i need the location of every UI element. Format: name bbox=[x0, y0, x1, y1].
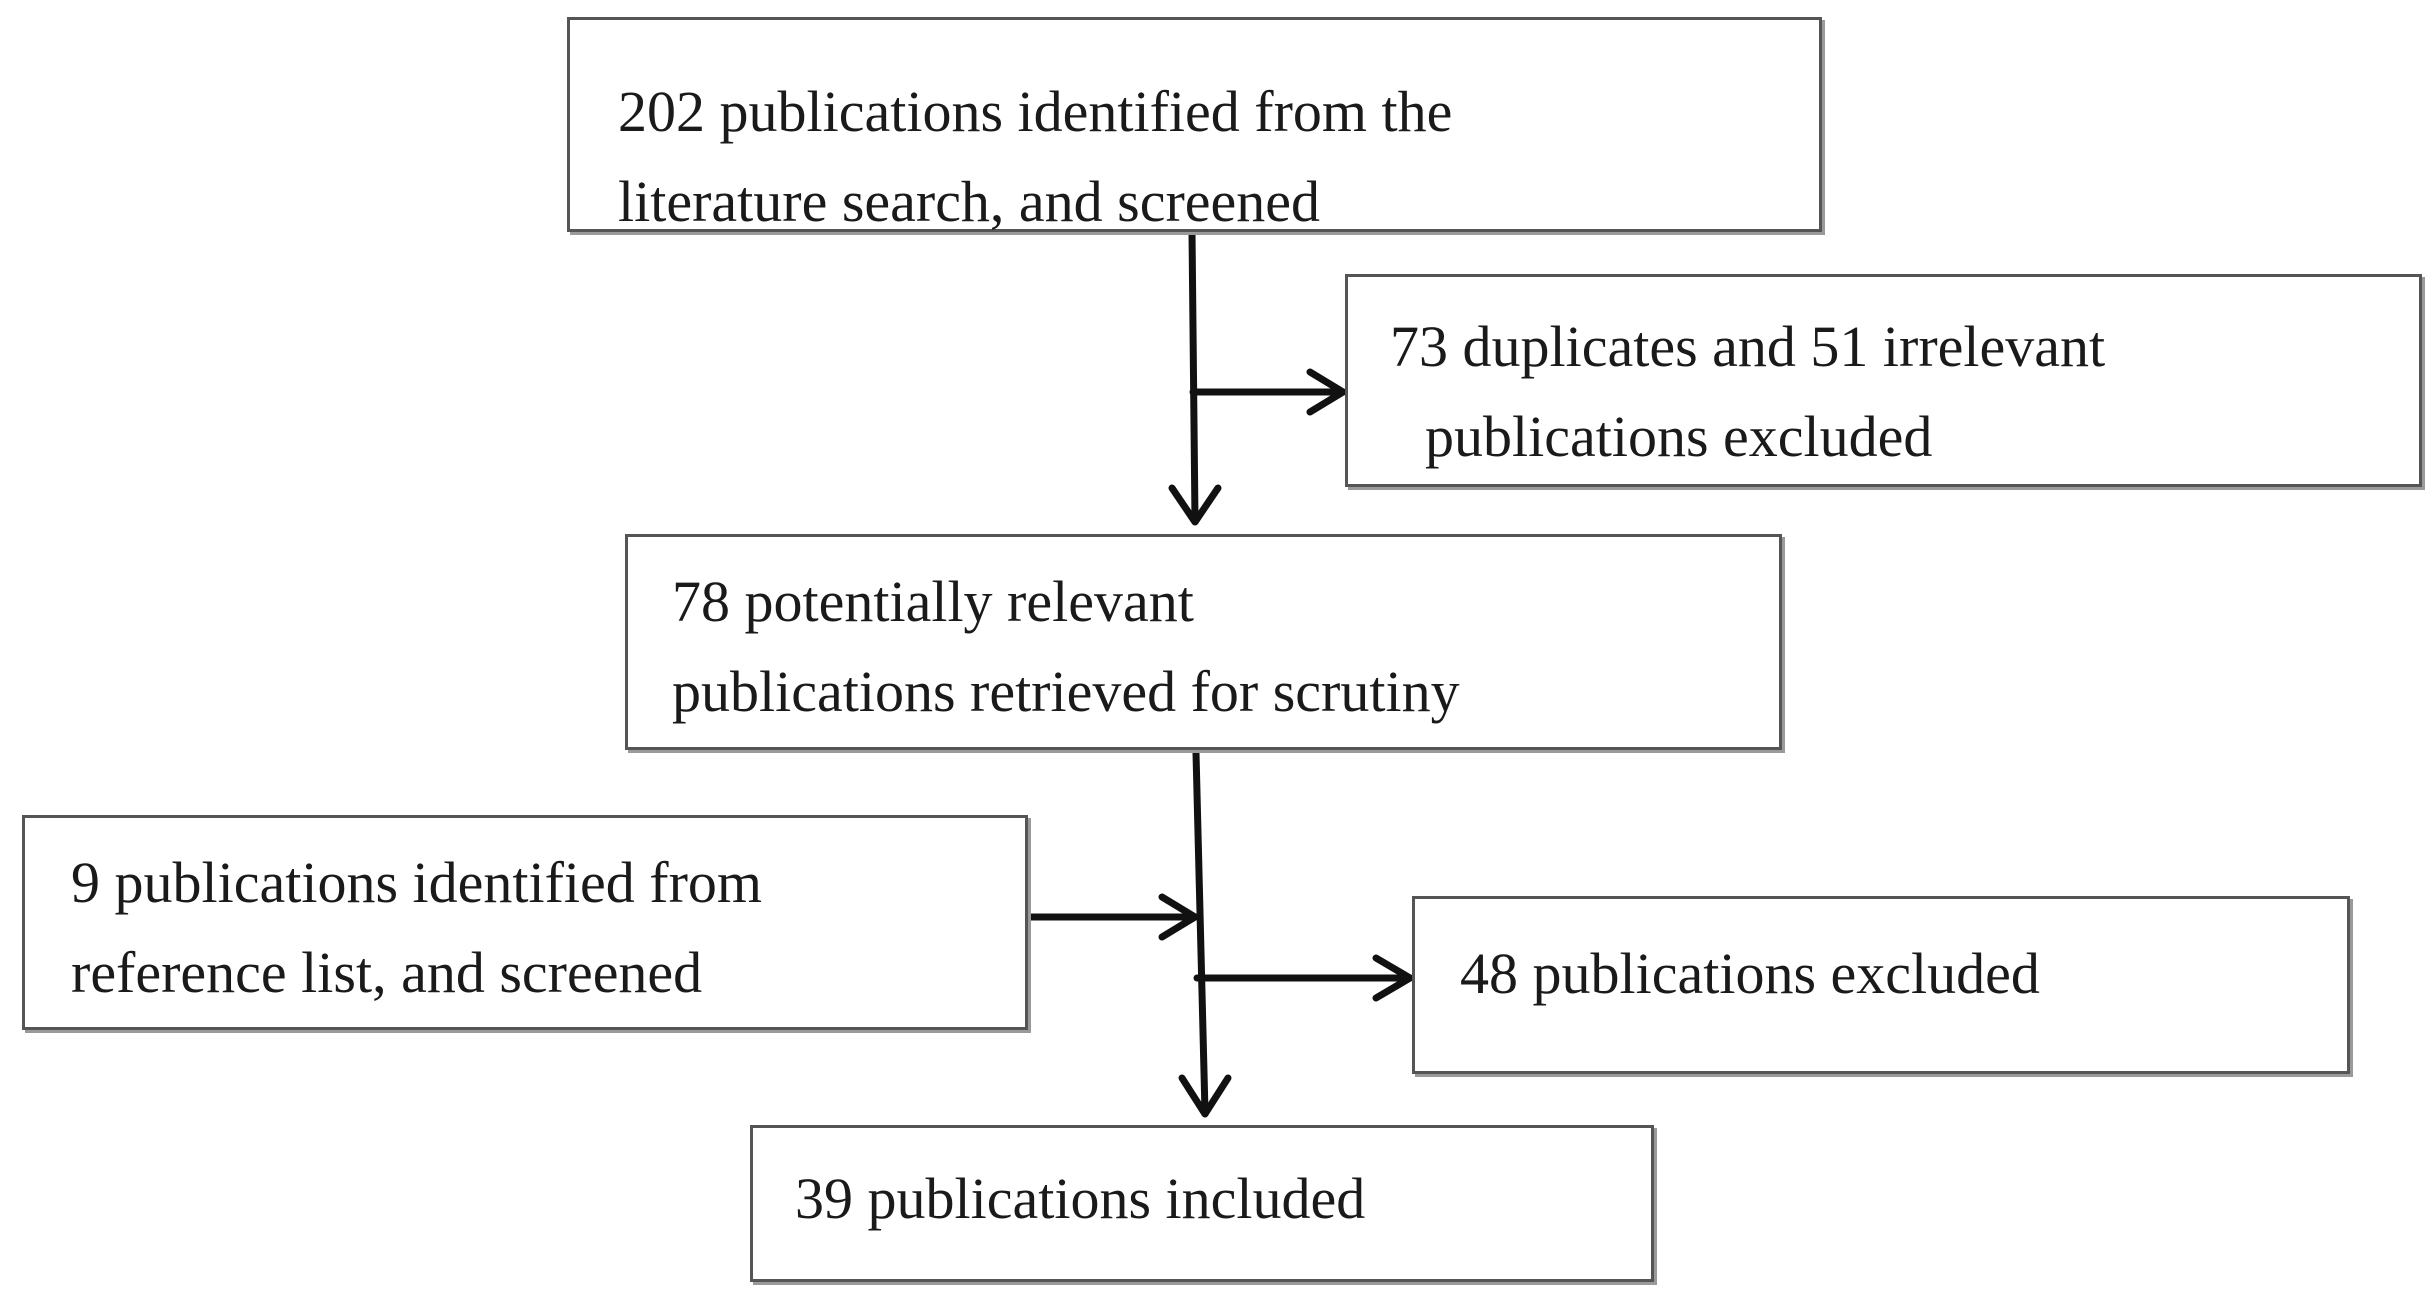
included-box: 39 publications included bbox=[750, 1125, 1654, 1282]
relevant-box-text: 78 potentially relevant publications ret… bbox=[672, 557, 1460, 737]
arrow-relevant-to-included bbox=[1192, 749, 1209, 1116]
reference-list-line-1: 9 publications identified from bbox=[71, 850, 763, 915]
arrowhead-search-to-relevant bbox=[1168, 484, 1222, 526]
search-box: 202 publications identified from the lit… bbox=[567, 17, 1822, 234]
excluded-second-line-1: 48 publications excluded bbox=[1460, 941, 2040, 1006]
excluded-first-line-2: publications excluded bbox=[1425, 404, 1933, 469]
excluded-first-box: 73 duplicates and 51 irrelevant publicat… bbox=[1345, 274, 2422, 487]
arrowhead-to-excluded-first bbox=[1306, 368, 1347, 416]
arrowhead-to-excluded-second bbox=[1372, 954, 1414, 1002]
excluded-second-box-text: 48 publications excluded bbox=[1460, 929, 2040, 1019]
reference-list-box: 9 publications identified from reference… bbox=[22, 815, 1028, 1030]
excluded-first-box-text: 73 duplicates and 51 irrelevant publicat… bbox=[1390, 302, 2105, 482]
excluded-first-line-1: 73 duplicates and 51 irrelevant bbox=[1390, 314, 2106, 379]
reference-list-line-2: reference list, and screened bbox=[71, 940, 703, 1005]
search-box-line-2: literature search, and screened bbox=[618, 169, 1321, 234]
arrowhead-relevant-to-included bbox=[1178, 1074, 1232, 1118]
arrowhead-reference-to-trunk bbox=[1158, 893, 1199, 941]
included-line-1: 39 publications included bbox=[795, 1166, 1366, 1231]
excluded-second-box: 48 publications excluded bbox=[1412, 896, 2350, 1074]
search-box-text: 202 publications identified from the lit… bbox=[618, 67, 1452, 247]
relevant-box-line-2: publications retrieved for scrutiny bbox=[672, 659, 1460, 724]
arrow-search-to-relevant bbox=[1188, 228, 1199, 524]
search-box-line-1: 202 publications identified from the bbox=[618, 79, 1453, 144]
relevant-box-line-1: 78 potentially relevant bbox=[672, 569, 1194, 634]
relevant-box: 78 potentially relevant publications ret… bbox=[625, 534, 1782, 750]
included-box-text: 39 publications included bbox=[795, 1154, 1365, 1244]
reference-list-box-text: 9 publications identified from reference… bbox=[71, 838, 762, 1018]
